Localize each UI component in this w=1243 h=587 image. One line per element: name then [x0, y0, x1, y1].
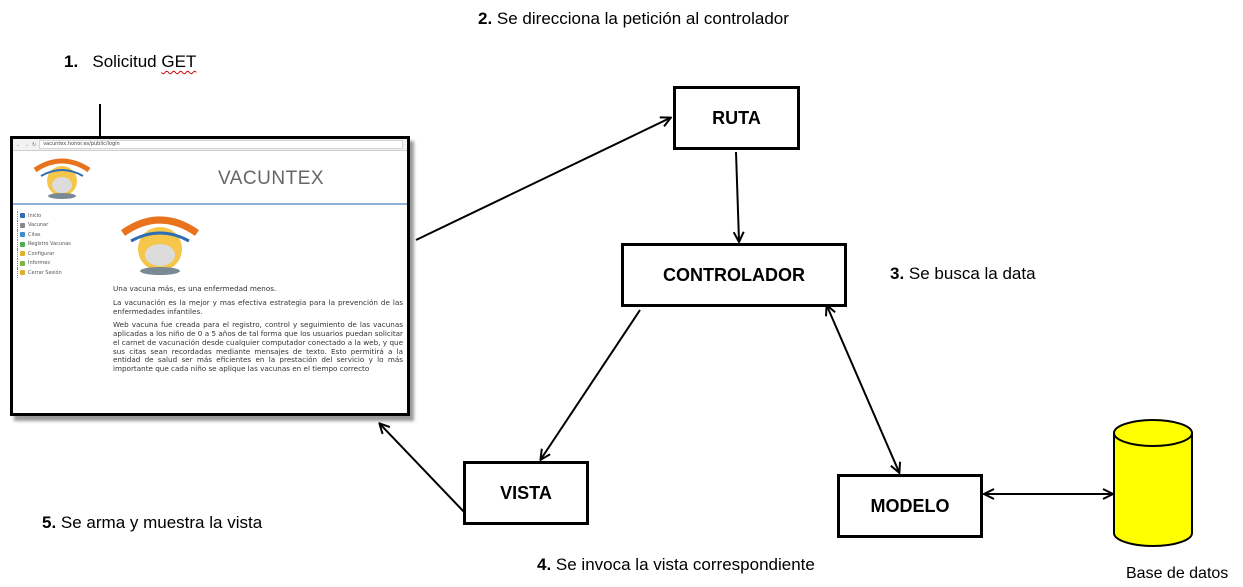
- step-2-label: 2. Se direcciona la petición al controla…: [478, 9, 789, 29]
- reload-icon: ↻: [32, 141, 37, 148]
- step-1-number: 1.: [64, 52, 79, 71]
- vaccination-logo-icon: [33, 158, 91, 199]
- browser-screenshot: ← → ↻ vacuntex.honor.es/public/login VAC…: [10, 136, 410, 416]
- menu-item-informes: Informes: [17, 258, 107, 268]
- step-3-label: 3. Se busca la data: [890, 264, 1036, 284]
- step-2-number: 2.: [478, 9, 493, 28]
- step-1-text: Solicitud: [92, 52, 162, 71]
- ruta-box: RUTA: [673, 86, 800, 150]
- site-header: VACUNTEX: [13, 151, 407, 205]
- database-label: Base de datos: [1126, 565, 1229, 582]
- step-5-text: Se arma y muestra la vista: [56, 513, 263, 532]
- arrow-vista-to-browser: [380, 424, 467, 515]
- step-2-text: Se direcciona la petición al controlador: [492, 9, 789, 28]
- back-icon: ←: [16, 141, 21, 148]
- site-sidebar: Inicio Vacunar Citas Registro Vacunas Co…: [17, 211, 107, 278]
- step-1-get: GET: [161, 52, 197, 71]
- step-4-text: Se invoca la vista correspondiente: [551, 555, 815, 574]
- menu-item-citas: Citas: [17, 230, 107, 240]
- arrow-ruta-to-controlador: [736, 151, 739, 241]
- content-paragraph-2: La vacunación es la mejor y mas efectiva…: [113, 297, 403, 316]
- modelo-box: MODELO: [837, 474, 983, 538]
- step-5-number: 5.: [42, 513, 57, 532]
- menu-item-cerrar: Cerrar Sesión: [17, 268, 107, 278]
- content-paragraph-1: Una vacuna más, es una enfermedad menos.: [113, 284, 277, 293]
- arrow-controlador-to-vista: [541, 309, 641, 459]
- controlador-box: CONTROLADOR: [621, 243, 847, 307]
- menu-item-vacunar: Vacunar: [17, 220, 107, 230]
- address-bar: vacuntex.honor.es/public/login: [39, 140, 403, 149]
- database-cylinder: [1113, 419, 1193, 547]
- browser-toolbar: ← → ↻ vacuntex.honor.es/public/login: [13, 139, 407, 151]
- arrow-browser-to-ruta: [415, 118, 670, 241]
- menu-item-registro: Registro Vacunas: [17, 239, 107, 249]
- step-1-label: 1. Solicitud GET: [64, 52, 196, 72]
- content-paragraph-3: Web vacuna fue creada para el registro, …: [113, 320, 403, 374]
- site-brand: VACUNTEX: [218, 168, 325, 189]
- step-3-number: 3.: [890, 264, 905, 283]
- menu-item-inicio: Inicio: [17, 211, 107, 221]
- forward-icon: →: [24, 141, 29, 148]
- vaccination-hero-icon: [120, 216, 200, 275]
- step-5-label: 5. Se arma y muestra la vista: [42, 513, 262, 533]
- arrow-controlador-modelo-bidirectional: [827, 306, 899, 472]
- vista-box: VISTA: [463, 461, 589, 525]
- site-content: Una vacuna más, es una enfermedad menos.…: [113, 284, 403, 379]
- step-4-number: 4.: [537, 555, 552, 574]
- step-3-text: Se busca la data: [904, 264, 1036, 283]
- step-4-label: 4. Se invoca la vista correspondiente: [537, 555, 815, 575]
- menu-item-configurar: Configurar: [17, 249, 107, 259]
